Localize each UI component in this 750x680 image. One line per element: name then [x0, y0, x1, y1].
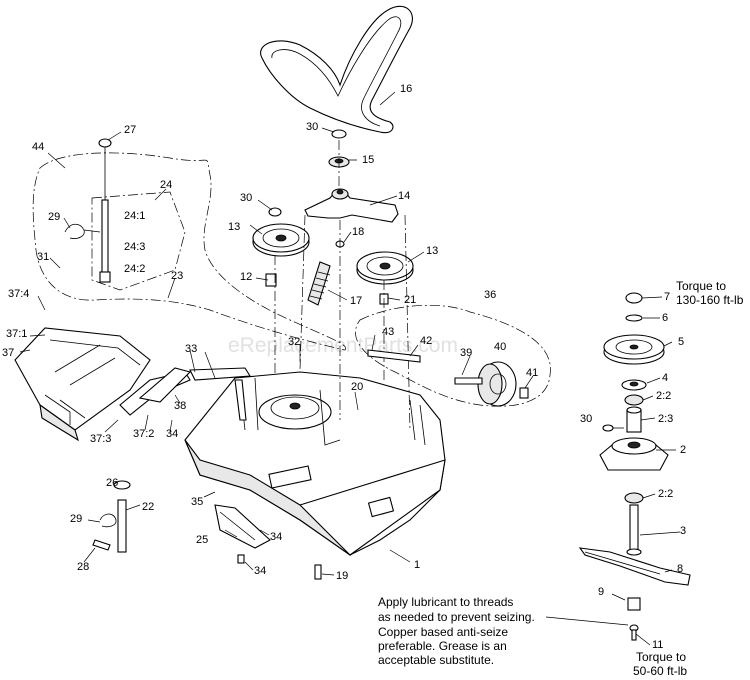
drive-belt [260, 5, 413, 134]
rear-shield [14, 327, 151, 442]
nut-41 [519, 387, 529, 399]
leader-lines [19, 91, 681, 646]
callout-38: 38 [174, 400, 186, 412]
callout-32: 32 [288, 336, 300, 348]
callout-24-2: 24:2 [124, 263, 145, 275]
group-outline-44 [32, 152, 347, 351]
torque-note-top-line1: Torque to [676, 279, 726, 293]
callout-1: 1 [414, 559, 420, 571]
callout-11: 11 [652, 639, 663, 651]
callout-29-bottom: 29 [70, 513, 82, 525]
idler-arm [304, 188, 399, 223]
group-outline-24 [91, 191, 186, 291]
adjustment-rod [92, 480, 131, 553]
callout-13-left: 13 [228, 221, 240, 233]
callout-2-2-top: 2:2 [656, 390, 671, 402]
idler-pulley-right [356, 251, 414, 285]
callout-37-2: 37:2 [133, 428, 154, 440]
callout-20: 20 [351, 381, 363, 393]
callout-27: 27 [124, 124, 136, 136]
baffle [214, 504, 271, 549]
callout-30-right: 30 [580, 413, 592, 425]
callout-40: 40 [494, 341, 506, 353]
callout-18: 18 [352, 226, 364, 238]
callout-35: 35 [191, 496, 203, 508]
lube-note-line1: Apply lubricant to threads [378, 595, 513, 609]
watermark-text: eReplacementParts.com [228, 334, 458, 357]
callout-23: 23 [171, 270, 183, 282]
callout-37-4: 37:4 [8, 288, 29, 300]
bolt-34-bottom [237, 554, 245, 564]
callout-16: 16 [400, 83, 412, 95]
group-outline-36 [355, 304, 551, 407]
anti-scalp-wheel [454, 361, 517, 407]
bracket-37-2 [138, 367, 192, 403]
callout-6: 6 [662, 312, 668, 324]
callout-24-1: 24:1 [124, 210, 145, 222]
callout-8: 8 [677, 563, 683, 575]
callout-34-left: 34 [166, 428, 178, 440]
callout-42: 42 [420, 335, 432, 347]
callout-24: 24 [160, 179, 172, 191]
callout-39: 39 [460, 347, 472, 359]
callout-33: 33 [185, 343, 197, 355]
callout-34-bottom: 34 [254, 565, 266, 577]
alignment-lines [274, 140, 411, 431]
mower-deck [184, 371, 446, 557]
callout-30-left: 30 [240, 192, 252, 204]
callout-22: 22 [142, 501, 154, 513]
spindle-assembly [599, 292, 669, 641]
tension-spring [307, 261, 331, 306]
callout-2-3: 2:3 [658, 413, 673, 425]
idler-pulley-left [252, 223, 310, 257]
callout-34-mid: 34 [270, 531, 282, 543]
linkage-33 [189, 367, 251, 381]
bolt-42 [367, 349, 421, 363]
callout-37: 37 [2, 347, 14, 359]
callout-36: 36 [484, 289, 496, 301]
height-adjuster [64, 138, 112, 283]
callout-12: 12 [240, 271, 252, 283]
callout-31: 31 [37, 251, 49, 263]
callout-37-1: 37:1 [6, 328, 27, 340]
callout-2: 2 [680, 444, 686, 456]
lube-note-line3: Copper based anti-seize [378, 625, 508, 639]
callout-28: 28 [77, 561, 89, 573]
callout-7: 7 [664, 291, 670, 303]
callout-19: 19 [336, 570, 348, 582]
bolt-19 [314, 564, 322, 580]
callout-29-top: 29 [48, 211, 60, 223]
callout-26: 26 [106, 477, 118, 489]
callout-3: 3 [680, 525, 686, 537]
callout-30-top: 30 [306, 121, 318, 133]
callout-2-2-bottom: 2:2 [658, 488, 673, 500]
nut-30-right [602, 424, 614, 432]
callout-9: 9 [598, 586, 604, 598]
callout-15: 15 [362, 154, 374, 166]
callout-37-3: 37:3 [90, 433, 111, 445]
callout-25: 25 [196, 534, 208, 546]
torque-note-top-line2: 130-160 ft-lb [676, 293, 744, 307]
callout-41: 41 [526, 367, 538, 379]
callout-5: 5 [678, 336, 684, 348]
lube-note-line2: as needed to prevent seizing. [378, 610, 535, 624]
lube-note-line5: acceptable substitute. [378, 653, 494, 667]
callout-14: 14 [398, 190, 410, 202]
callout-44: 44 [32, 141, 44, 153]
callout-43: 43 [382, 326, 394, 338]
callout-21: 21 [404, 294, 416, 306]
torque-note-bottom-line1: Torque to [636, 650, 686, 664]
nut-30-top [331, 129, 347, 139]
lube-note-line4: preferable. Grease is an [378, 639, 507, 653]
callout-13-right: 13 [426, 245, 438, 257]
callout-17: 17 [350, 295, 362, 307]
torque-note-bottom-line2: 50-60 ft-lb [633, 664, 687, 678]
mower-blade [578, 547, 691, 586]
callout-24-3: 24:3 [124, 241, 145, 253]
callout-4: 4 [662, 372, 668, 384]
